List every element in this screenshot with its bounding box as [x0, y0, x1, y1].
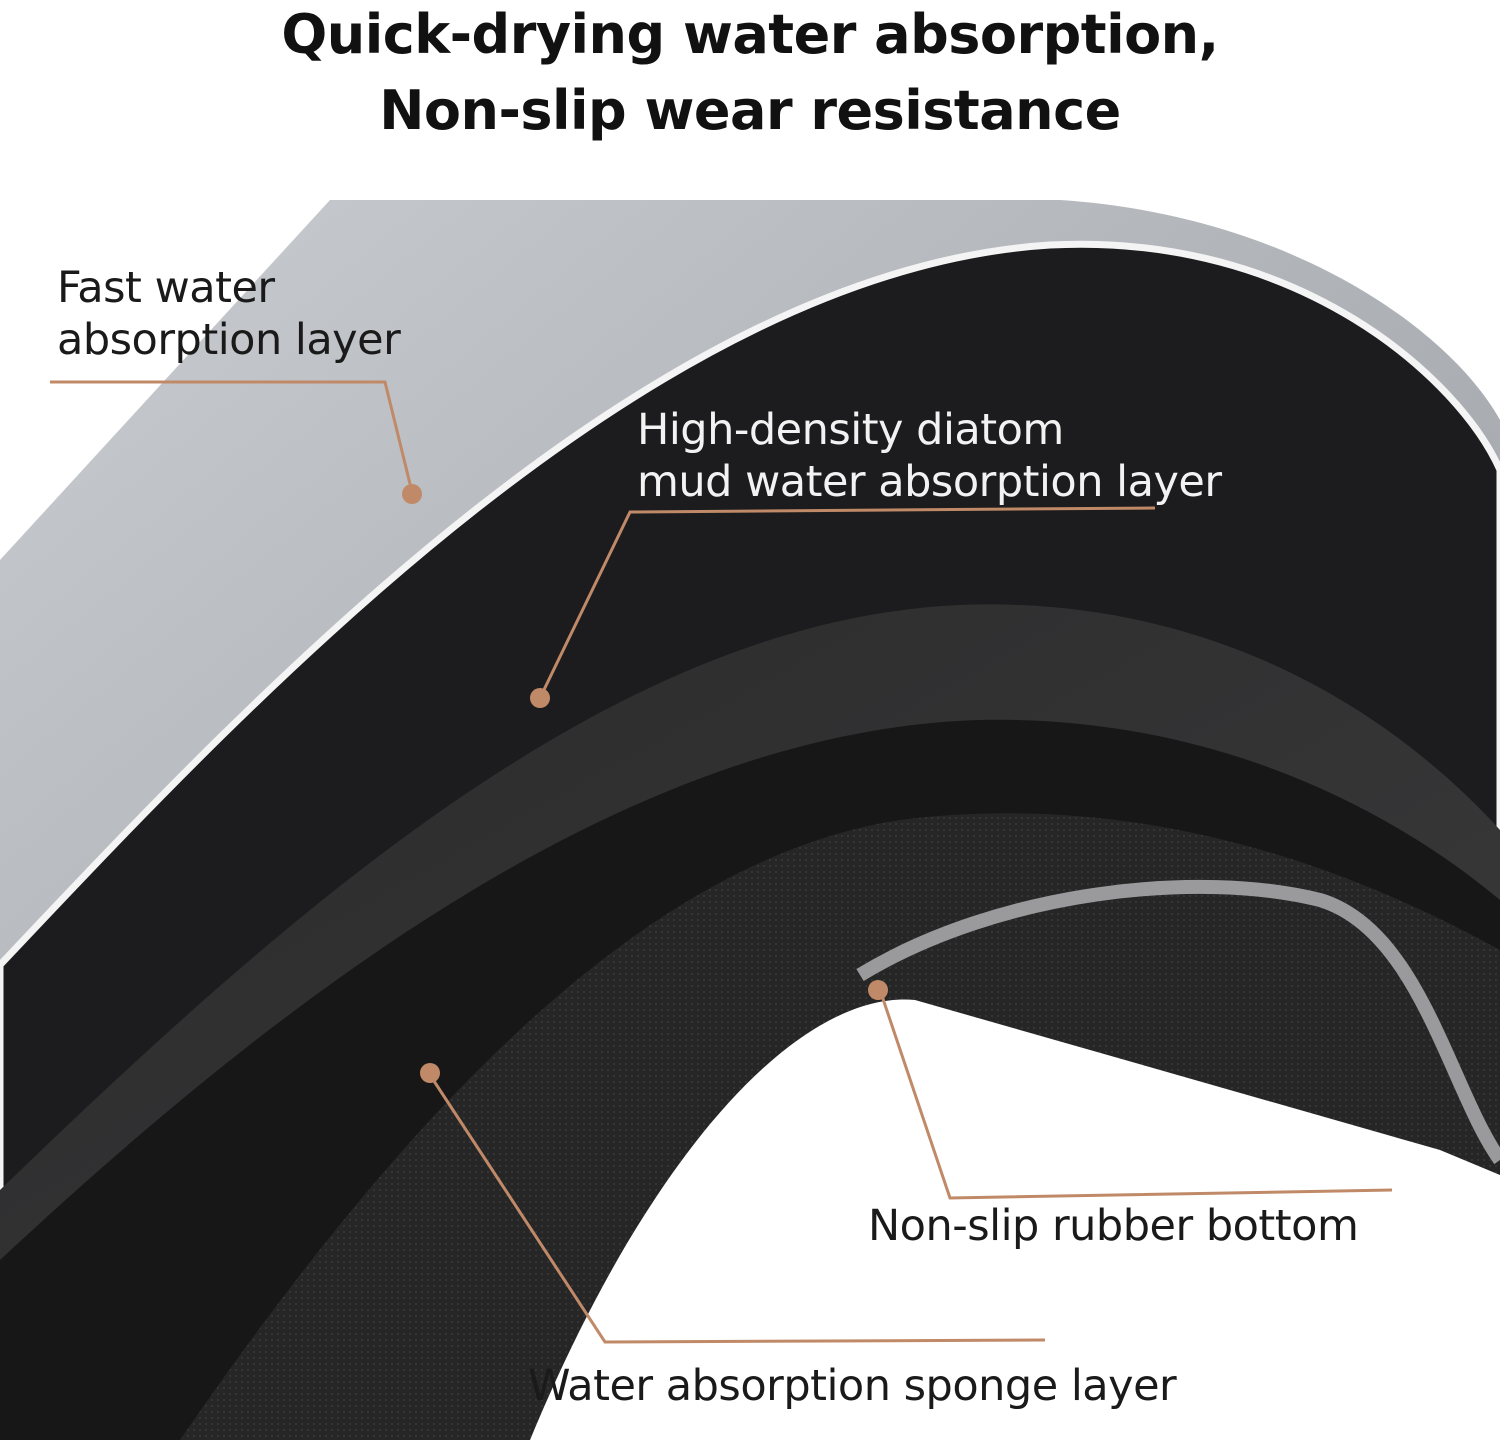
label-diatom-layer: High-density diatom mud water absorption… [637, 404, 1222, 509]
label-line: Fast water [57, 263, 275, 313]
label-line: High-density diatom [637, 405, 1064, 455]
label-fast-absorption-layer: Fast water absorption layer [57, 262, 401, 367]
leader-lines [50, 380, 1393, 1344]
label-sponge-layer: Water absorption sponge layer [528, 1361, 1177, 1411]
background-cutout [530, 999, 1500, 1440]
rubber-bottom-edge [856, 879, 1500, 1165]
label-line: mud water absorption layer [637, 457, 1222, 508]
leader-dots [402, 484, 888, 1083]
label-line: absorption layer [57, 315, 401, 366]
label-rubber-bottom: Non-slip rubber bottom [868, 1201, 1359, 1251]
title-line-2: Non-slip wear resistance [379, 79, 1121, 142]
title-line-1: Quick-drying water absorption, [281, 3, 1219, 66]
